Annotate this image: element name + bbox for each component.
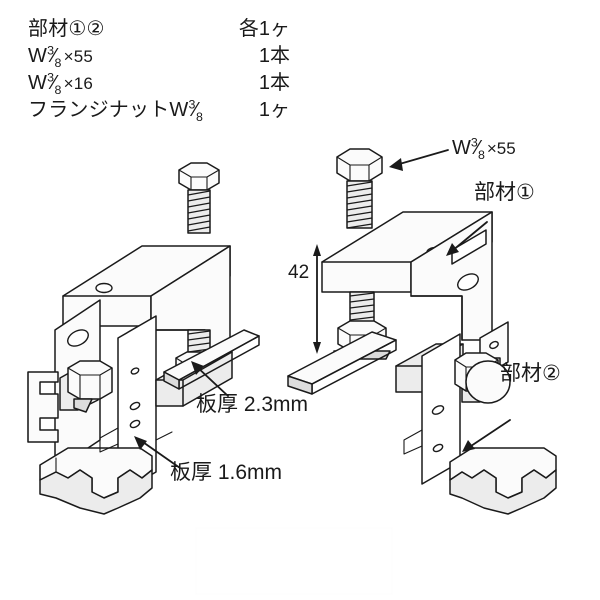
- part-name: W3⁄8×16: [28, 70, 94, 97]
- bottom-hook-left: [39, 447, 153, 515]
- hex-bolt-upper-left: [178, 162, 220, 234]
- leader-arrows: [134, 149, 511, 469]
- bottom-hook-right: [449, 447, 557, 515]
- bolt-size-label: W3⁄8×55: [452, 135, 516, 162]
- faint-bottom-box: [195, 527, 393, 595]
- parts-list: 部材①② 各1ヶ W3⁄8×55 1本 W3⁄8×16 1本 フランジナットW3…: [28, 16, 290, 124]
- thickness-2-3-label: 板厚 2.3mm: [196, 393, 309, 416]
- thickness-1-6-label: 板厚 1.6mm: [170, 461, 283, 484]
- dimension-42: [313, 244, 321, 354]
- part-name: W3⁄8×55: [28, 43, 94, 70]
- member1-vertical-leg-right: [410, 211, 493, 341]
- side-nut-right: [454, 352, 511, 404]
- member2-label: 部材②: [500, 362, 561, 385]
- part-qty: 1ヶ: [258, 99, 290, 121]
- hook-bracket-left: [27, 371, 59, 443]
- clamp-assembly-right-view: [287, 148, 557, 515]
- parts-list-row: W3⁄8×16 1本: [28, 70, 290, 97]
- part-qty: 各1ヶ: [238, 18, 290, 40]
- hex-bolt-upper-right: [336, 148, 383, 229]
- parts-list-row: 部材①② 各1ヶ: [28, 16, 290, 43]
- part-qty: 1本: [258, 72, 290, 94]
- part-qty: 1本: [258, 45, 290, 67]
- parts-list-row: フランジナットW3⁄8 1ヶ: [28, 97, 290, 124]
- side-nut-left: [59, 360, 113, 413]
- flat-pad-left: [155, 329, 260, 407]
- dimension-42-label: 42: [288, 262, 310, 283]
- parts-list-row: W3⁄8×55 1本: [28, 43, 290, 70]
- part-name: 部材①②: [28, 18, 105, 40]
- part-name: フランジナットW3⁄8: [28, 97, 204, 124]
- member1-label: 部材①: [474, 181, 535, 204]
- clamp-assembly-left-view: [27, 162, 260, 515]
